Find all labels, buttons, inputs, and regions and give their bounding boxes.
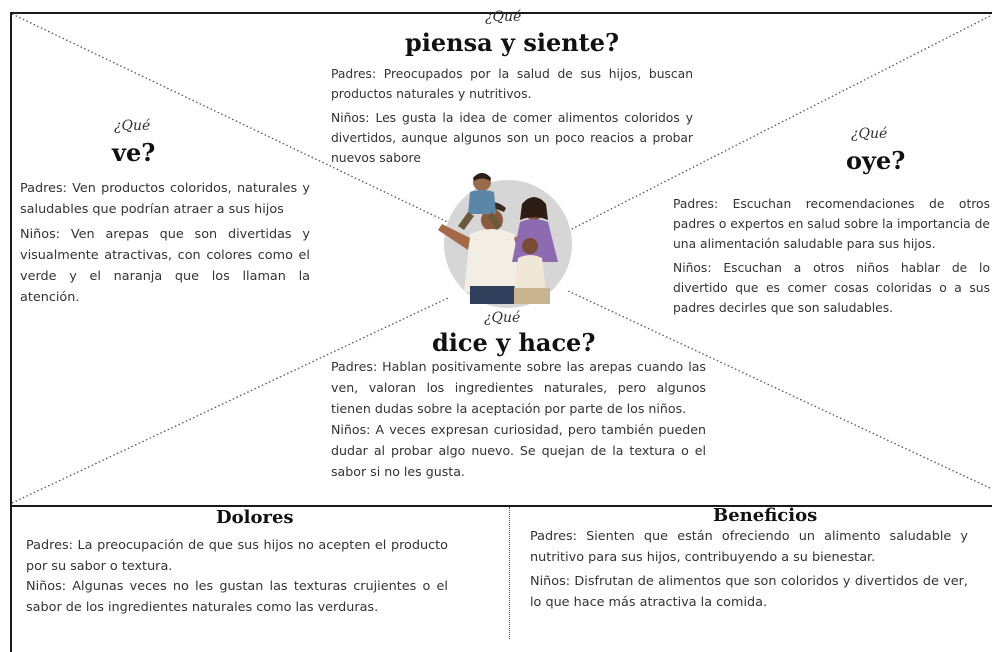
beneficios-title: Beneficios [713, 505, 818, 526]
beneficios-ninos: Niños: Disfrutan de alimentos que son co… [530, 574, 968, 610]
dolores-ninos: Niños: Algunas veces no les gustan las t… [26, 579, 448, 615]
ve-ninos: Niños: Ven arepas que son divertidas y v… [20, 227, 310, 305]
piensa-question: ¿Qué [485, 9, 522, 25]
empathy-map-frame [10, 12, 992, 652]
ve-title: ve? [112, 138, 156, 167]
dice-padres: Padres: Hablan positivamente sobre las a… [331, 359, 706, 416]
oye-question: ¿Qué [851, 126, 888, 142]
bottom-vertical-divider [509, 507, 510, 639]
beneficios-text: Padres: Sienten que están ofreciendo un … [530, 527, 968, 613]
bottom-divider [10, 505, 992, 507]
dice-question: ¿Qué [484, 310, 521, 326]
ve-padres: Padres: Ven productos coloridos, natural… [20, 181, 310, 217]
dice-title: dice y hace? [432, 328, 596, 357]
beneficios-padres: Padres: Sienten que están ofreciendo un … [530, 529, 968, 565]
dice-text: Padres: Hablan positivamente sobre las a… [331, 356, 706, 482]
piensa-text: Padres: Preocupados por la salud de sus … [331, 64, 693, 168]
piensa-padres: Padres: Preocupados por la salud de sus … [331, 67, 693, 101]
oye-title: oye? [846, 146, 906, 175]
oye-padres: Padres: Escuchan recomendaciones de otro… [673, 197, 990, 251]
dolores-title: Dolores [216, 507, 294, 528]
piensa-title: piensa y siente? [405, 28, 620, 57]
dolores-text: Padres: La preocupación de que sus hijos… [26, 536, 448, 618]
piensa-ninos: Niños: Les gusta la idea de comer alimen… [331, 111, 693, 165]
ve-question: ¿Qué [114, 118, 151, 134]
oye-ninos: Niños: Escuchan a otros niños hablar de … [673, 261, 990, 315]
ve-text: Padres: Ven productos coloridos, natural… [20, 178, 310, 308]
dolores-padres: Padres: La preocupación de que sus hijos… [26, 538, 448, 574]
oye-text: Padres: Escuchan recomendaciones de otro… [673, 194, 990, 318]
family-illustration [438, 173, 572, 308]
dice-ninos: Niños: A veces expresan curiosidad, pero… [331, 422, 706, 479]
